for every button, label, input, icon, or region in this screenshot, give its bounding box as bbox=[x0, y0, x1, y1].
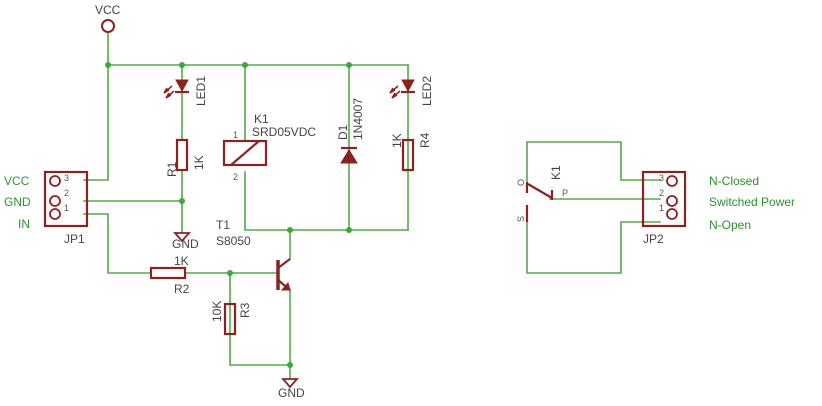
wires bbox=[83, 31, 661, 379]
relay-coil-slash bbox=[230, 140, 260, 166]
jp2-pin-2-icon bbox=[666, 195, 678, 207]
relay-name: K1 bbox=[254, 112, 269, 126]
jp1-name: JP1 bbox=[64, 232, 85, 246]
jp2-pin-3-icon bbox=[666, 175, 678, 187]
led1: LED1 bbox=[163, 76, 208, 106]
switch-pin-o: O bbox=[516, 179, 526, 186]
jp2-pin-number: 3 bbox=[659, 173, 664, 183]
jp1-body bbox=[43, 170, 89, 228]
r3-value: 10K bbox=[210, 301, 224, 322]
jp1-vcc-wire bbox=[83, 64, 109, 181]
transistor-name: T1 bbox=[216, 218, 230, 232]
vcc-terminal-icon bbox=[101, 19, 115, 33]
bottom-ground-label: GND bbox=[278, 386, 305, 400]
r2-name: R2 bbox=[174, 282, 190, 296]
jp1-pin-2-icon bbox=[49, 195, 61, 207]
ground-icon bbox=[173, 232, 191, 243]
r3-name: R3 bbox=[238, 302, 252, 318]
jp1-in-wire bbox=[83, 213, 151, 274]
jp1-pin-number: 2 bbox=[64, 188, 69, 198]
vcc-label: VCC bbox=[95, 3, 121, 17]
transistor-emitter-arrow-icon bbox=[280, 281, 291, 291]
transistor-value: S8050 bbox=[216, 234, 251, 248]
r1-name: R1 bbox=[165, 161, 179, 177]
junctions bbox=[105, 62, 352, 368]
r1-ground-label: GND bbox=[172, 237, 199, 251]
relay-switch: O P S K1 bbox=[516, 165, 568, 222]
junction-dot bbox=[227, 270, 233, 276]
jp2-pin-1-icon bbox=[666, 208, 678, 220]
r2-value: 1K bbox=[174, 254, 189, 268]
led2-name: LED2 bbox=[420, 76, 434, 106]
led2-diode-icon bbox=[401, 79, 415, 93]
vcc-supply: VCC bbox=[95, 3, 121, 33]
junction-dot bbox=[346, 62, 352, 68]
ground-icon bbox=[281, 378, 299, 389]
junction-dot bbox=[287, 362, 293, 368]
switch-no-wire bbox=[526, 209, 661, 274]
jp1-net-vcc: VCC bbox=[4, 174, 30, 188]
transistor-t1: T1 S8050 bbox=[216, 218, 291, 291]
r3-resistor: 10K R3 bbox=[210, 301, 252, 336]
relay-pin-1: 1 bbox=[233, 130, 238, 140]
relay-value: SRD05VDC bbox=[252, 125, 316, 139]
led1-name: LED1 bbox=[194, 76, 208, 106]
led1-light-arrow-icon bbox=[165, 90, 175, 99]
junction-dot bbox=[179, 62, 185, 68]
jp2-connector: 3 2 1 N-Closed Switched Power N-Open JP2 bbox=[641, 170, 795, 246]
jp1-net-in: IN bbox=[18, 217, 30, 231]
jp2-name: JP2 bbox=[643, 232, 664, 246]
jp2-net-n-open: N-Open bbox=[709, 218, 751, 232]
r4-value: 1K bbox=[390, 133, 404, 148]
jp2-net-n-closed: N-Closed bbox=[709, 174, 759, 188]
jp1-net-gnd: GND bbox=[4, 195, 31, 209]
relay-coil: 1 2 K1 SRD05VDC bbox=[222, 112, 316, 182]
diode-value: 1N4007 bbox=[351, 98, 365, 140]
diode-d1: D1 1N4007 bbox=[336, 98, 365, 164]
led2-light-arrow-icon bbox=[391, 90, 401, 99]
led1-light-arrow-icon bbox=[163, 85, 173, 94]
relay-pin-2: 2 bbox=[233, 172, 238, 182]
junction-dot bbox=[346, 227, 352, 233]
jp1-pin-3-icon bbox=[49, 175, 61, 187]
jp1-connector: 3 2 1 VCC GND IN JP1 bbox=[4, 170, 89, 246]
jp2-pin-number: 2 bbox=[659, 188, 664, 198]
jp1-pin-number: 3 bbox=[64, 173, 69, 183]
r4-resistor: 1K R4 bbox=[390, 132, 432, 172]
transistor-collector-lead bbox=[277, 258, 291, 269]
switch-nc-wire bbox=[526, 141, 661, 183]
r1-body bbox=[175, 138, 189, 172]
diode-name: D1 bbox=[336, 124, 350, 140]
r2-resistor: 1K R2 bbox=[149, 254, 190, 296]
switch-arm bbox=[527, 183, 553, 199]
r1-resistor: R1 1K bbox=[165, 138, 206, 177]
jp2-body bbox=[641, 170, 687, 228]
jp1-pin-number: 1 bbox=[64, 203, 69, 213]
junction-dot bbox=[105, 62, 111, 68]
switch-pin-s: S bbox=[516, 216, 526, 222]
r4-name: R4 bbox=[418, 132, 432, 148]
jp1-pin-1-icon bbox=[49, 208, 61, 220]
switch-name: K1 bbox=[549, 165, 563, 180]
r4-body bbox=[401, 138, 415, 172]
relay-coil-body bbox=[222, 139, 268, 167]
junction-dot bbox=[242, 62, 248, 68]
junction-dot bbox=[287, 227, 293, 233]
r1-value: 1K bbox=[192, 155, 206, 170]
r3-wire bbox=[229, 272, 291, 366]
led2: LED2 bbox=[389, 76, 434, 106]
jp2-pin-number: 1 bbox=[659, 203, 664, 213]
led1-diode-icon bbox=[175, 79, 189, 93]
bottom-ground: GND bbox=[278, 378, 305, 400]
diode-icon bbox=[340, 149, 358, 164]
junction-dot bbox=[179, 198, 185, 204]
relay-bottom-wire bbox=[244, 171, 409, 231]
jp2-net-switched-power: Switched Power bbox=[709, 195, 795, 209]
switch-pin-p: P bbox=[562, 188, 568, 198]
led2-light-arrow-icon bbox=[389, 85, 399, 94]
r1-ground: GND bbox=[172, 232, 199, 251]
r2-body bbox=[149, 266, 187, 280]
r3-body bbox=[223, 302, 237, 336]
